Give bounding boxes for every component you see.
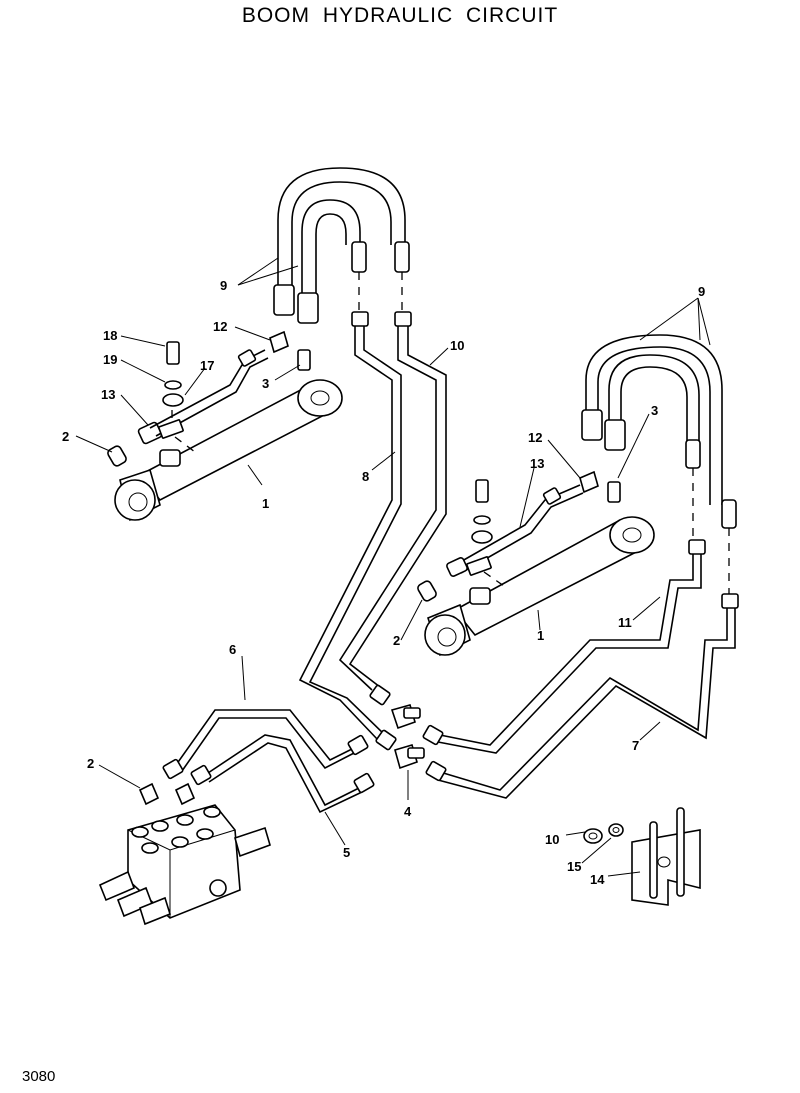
callout-12: 12 (528, 430, 542, 445)
callout-17: 17 (200, 358, 214, 373)
tube-lines-6-5 (162, 709, 375, 814)
callout-3: 3 (651, 403, 658, 418)
callout-10: 10 (450, 338, 464, 353)
leader-lines (75, 257, 711, 877)
callout-13: 13 (101, 387, 115, 402)
callout-9: 9 (698, 284, 705, 299)
callout-2: 2 (87, 756, 94, 771)
callout-6: 6 (229, 642, 236, 657)
tube-lines-8-10 (298, 311, 447, 751)
tee-fittings (390, 704, 425, 770)
callout-13: 13 (530, 456, 544, 471)
callout-8: 8 (362, 469, 369, 484)
tube-lines-11-7 (422, 539, 739, 799)
callout-5: 5 (343, 845, 350, 860)
callout-12: 12 (213, 319, 227, 334)
bracket-assembly (583, 807, 701, 906)
callout-4: 4 (404, 804, 412, 819)
callout-18: 18 (103, 328, 117, 343)
callout-10: 10 (545, 832, 559, 847)
callout-15: 15 (567, 859, 581, 874)
cylinder-right (417, 470, 655, 657)
callout-9: 9 (220, 278, 227, 293)
callout-11: 11 (618, 615, 632, 630)
callout-3: 3 (262, 376, 269, 391)
callout-labels: 9 9 10 10 12 12 18 19 17 3 3 13 13 2 2 2… (62, 278, 705, 887)
callout-19: 19 (103, 352, 117, 367)
hose-pair-upper-left (273, 167, 410, 324)
callout-7: 7 (632, 738, 639, 753)
diagram-title: BOOM HYDRAULIC CIRCUIT (241, 4, 559, 27)
control-valve (98, 782, 271, 926)
callout-2: 2 (393, 633, 400, 648)
hose-pair-upper-right (581, 334, 737, 595)
callout-14: 14 (590, 872, 605, 887)
callout-1: 1 (537, 628, 544, 643)
cylinder-left (107, 330, 343, 522)
page-number: 3080 (22, 1068, 56, 1085)
callout-2: 2 (62, 429, 69, 444)
callout-1: 1 (262, 496, 269, 511)
